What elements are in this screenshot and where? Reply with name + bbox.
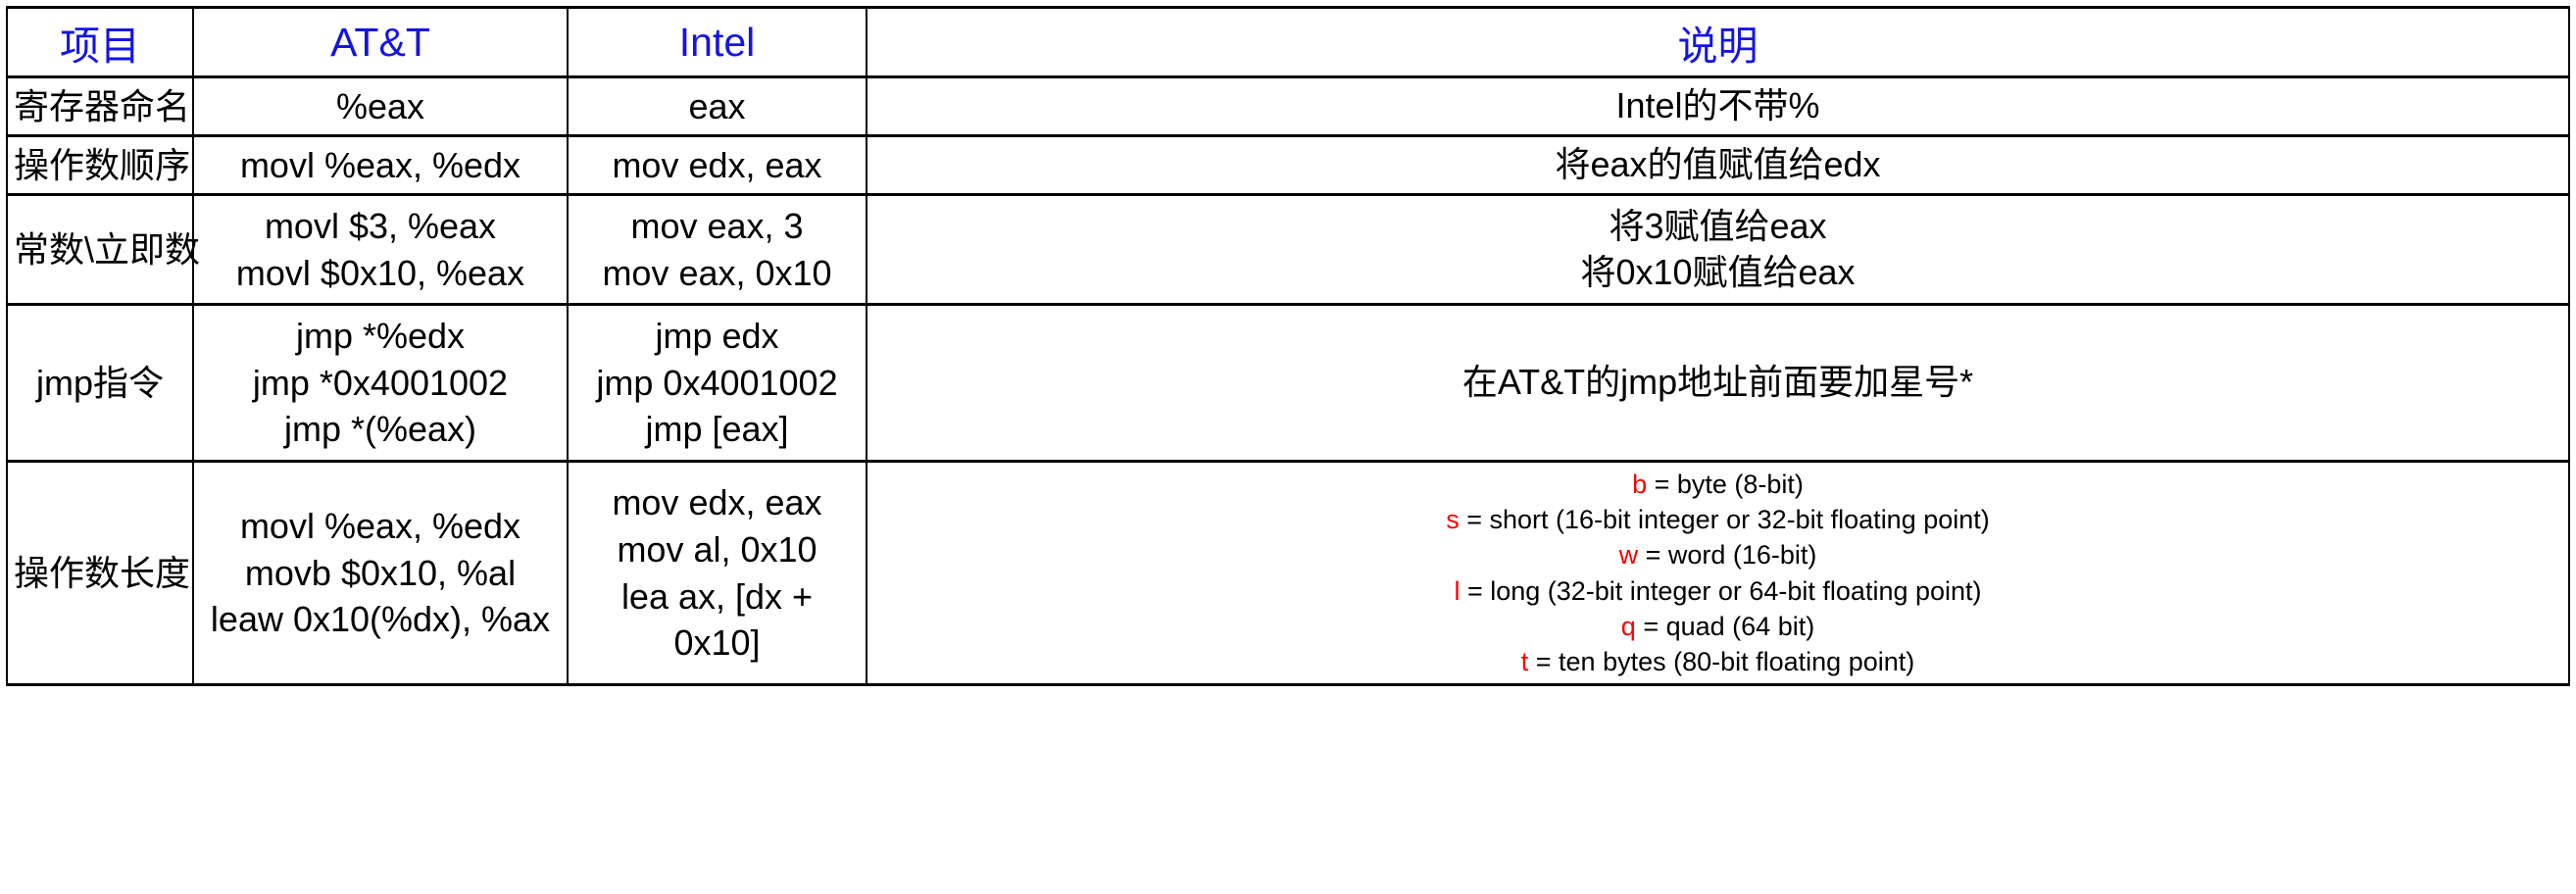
column-header-att: AT&T bbox=[192, 6, 569, 78]
row-description: Intel的不带% bbox=[866, 75, 2570, 137]
size-suffix-line: w = word (16-bit) bbox=[873, 537, 2562, 572]
row-intel-code: mov eax, 3 mov eax, 0x10 bbox=[567, 193, 867, 306]
row-att-code: movl $3, %eax movl $0x10, %eax bbox=[192, 193, 569, 306]
size-suffix-line: q = quad (64 bit) bbox=[873, 609, 2562, 644]
size-suffix-list: b = byte (8-bit)s = short (16-bit intege… bbox=[873, 467, 2562, 679]
size-suffix-letter: l bbox=[1454, 575, 1461, 606]
size-suffix-letter: t bbox=[1520, 646, 1529, 676]
row-att-code: movl %eax, %edx bbox=[192, 134, 569, 196]
row-intel-code: mov edx, eax bbox=[567, 134, 867, 196]
row-description: 将3赋值给eax 将0x10赋值给eax bbox=[866, 193, 2570, 306]
size-suffix-text: = byte (8-bit) bbox=[1647, 470, 1804, 499]
operand-size-suffix-legend: b = byte (8-bit)s = short (16-bit intege… bbox=[866, 459, 2570, 687]
row-att-code: movl %eax, %edx movb $0x10, %al leaw 0x1… bbox=[192, 459, 569, 687]
column-header-desc: 说明 bbox=[866, 6, 2570, 78]
column-header-item: 项目 bbox=[6, 6, 194, 78]
size-suffix-line: s = short (16-bit integer or 32-bit floa… bbox=[873, 502, 2562, 537]
row-item-label: 常数\立即数 bbox=[6, 193, 200, 306]
row-item-label: jmp指令 bbox=[6, 303, 194, 463]
size-suffix-line: b = byte (8-bit) bbox=[873, 467, 2562, 502]
size-suffix-letter: b bbox=[1632, 470, 1648, 499]
table-row: 寄存器命名 %eax eax Intel的不带% bbox=[6, 75, 2570, 137]
size-suffix-text: = word (16-bit) bbox=[1638, 540, 1817, 571]
table-row: jmp指令 jmp *%edx jmp *0x4001002 jmp *(%ea… bbox=[6, 303, 2570, 463]
size-suffix-text: = ten bytes (80-bit floating point) bbox=[1528, 646, 1915, 676]
header-row: 项目 AT&T Intel 说明 bbox=[6, 6, 2570, 78]
table-body: 寄存器命名 %eax eax Intel的不带% 操作数顺序 movl %eax… bbox=[6, 75, 2570, 687]
column-header-intel: Intel bbox=[567, 6, 867, 78]
att-vs-intel-comparison-table: 项目 AT&T Intel 说明 寄存器命名 %eax eax Intel的不带… bbox=[6, 6, 2570, 687]
row-item-label: 操作数顺序 bbox=[6, 134, 194, 196]
row-intel-code: mov edx, eax mov al, 0x10 lea ax, [dx + … bbox=[567, 459, 867, 687]
row-item-label: 操作数长度 bbox=[6, 459, 194, 687]
row-description: 将eax的值赋值给edx bbox=[866, 134, 2570, 196]
size-suffix-line: t = ten bytes (80-bit floating point) bbox=[873, 644, 2562, 679]
size-suffix-text: = short (16-bit integer or 32-bit floati… bbox=[1459, 505, 1990, 535]
row-intel-code: jmp edx jmp 0x4001002 jmp [eax] bbox=[567, 303, 867, 463]
row-att-code: %eax bbox=[192, 75, 569, 137]
size-suffix-letter: q bbox=[1620, 611, 1636, 641]
size-suffix-text: = quad (64 bit) bbox=[1635, 611, 1815, 641]
row-att-code: jmp *%edx jmp *0x4001002 jmp *(%eax) bbox=[192, 303, 569, 463]
size-suffix-letter: w bbox=[1618, 540, 1639, 571]
table-row: 操作数顺序 movl %eax, %edx mov edx, eax 将eax的… bbox=[6, 134, 2570, 196]
row-intel-code: eax bbox=[567, 75, 867, 137]
table-row: 操作数长度 movl %eax, %edx movb $0x10, %al le… bbox=[6, 459, 2570, 687]
row-description: 在AT&T的jmp地址前面要加星号* bbox=[866, 303, 2570, 463]
table-header: 项目 AT&T Intel 说明 bbox=[6, 6, 2570, 78]
row-item-label: 寄存器命名 bbox=[6, 75, 194, 137]
table-row: 常数\立即数 movl $3, %eax movl $0x10, %eax mo… bbox=[6, 193, 2570, 306]
size-suffix-line: l = long (32-bit integer or 64-bit float… bbox=[873, 573, 2562, 609]
size-suffix-text: = long (32-bit integer or 64-bit floatin… bbox=[1460, 575, 1982, 606]
size-suffix-letter: s bbox=[1446, 505, 1460, 535]
